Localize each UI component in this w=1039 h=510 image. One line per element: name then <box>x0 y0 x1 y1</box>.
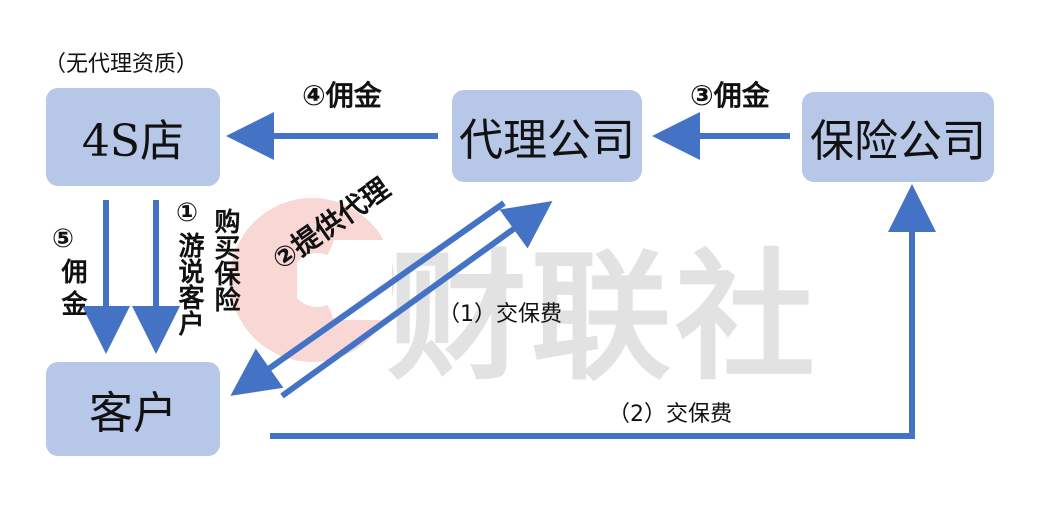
arrow-pay-premium-2 <box>270 184 936 439</box>
node-customer: 客户 <box>46 362 220 456</box>
node-4s-dealer-label: 4S店 <box>81 116 185 167</box>
node-insurance-company-label: 保险公司 <box>810 116 986 167</box>
node-customer-label: 客户 <box>89 388 177 439</box>
no-agency-qualification-note: （无代理资质） <box>44 52 199 77</box>
node-agency-company-label: 代理公司 <box>459 115 635 166</box>
arrow-pay-premium-1 <box>280 200 553 399</box>
label-lobby-col2: 购买保险 <box>210 208 240 312</box>
arrow-provide-agency <box>230 200 506 396</box>
label-lobby-col1: 游说客户 <box>174 232 204 336</box>
label-pay-premium-1: （1）交保费 <box>438 302 562 327</box>
label-commission-4: ④佣金 <box>302 79 382 112</box>
node-4s-dealer: 4S店 <box>46 88 220 186</box>
node-agency-company: 代理公司 <box>452 90 642 182</box>
watermark-text: 财联社 <box>387 237 820 400</box>
label-commission-3: ③佣金 <box>690 79 770 112</box>
label-lobby-mark: ① <box>176 198 199 228</box>
node-insurance-company: 保险公司 <box>802 92 994 182</box>
label-commission-5-mark: ⑤ <box>52 224 75 254</box>
cailianshe-logo-icon <box>230 198 394 362</box>
label-pay-premium-2: （2）交保费 <box>608 402 732 427</box>
label-commission-5-text: 佣金 <box>57 258 87 322</box>
cailianshe-watermark: 财联社 <box>222 185 862 400</box>
